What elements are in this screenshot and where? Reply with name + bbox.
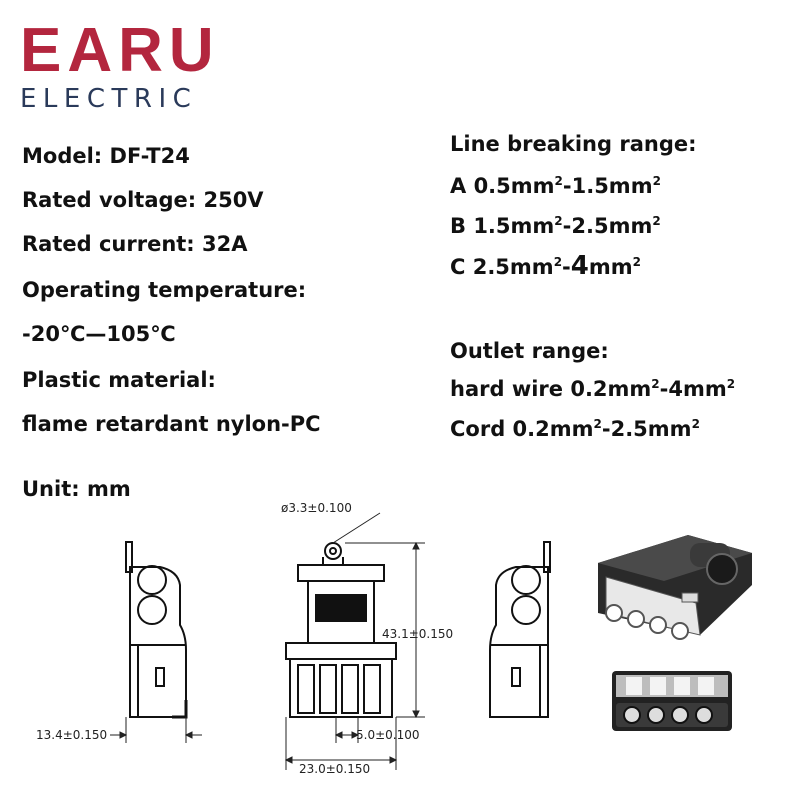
brand-subtitle: ELECTRIC xyxy=(20,84,198,114)
height-dimension-label: 43.1±0.150 xyxy=(382,627,453,641)
width-dimension-label: 23.0±0.150 xyxy=(299,762,370,776)
range-c-text: C 2.5mm2-4mm2 xyxy=(450,251,641,281)
pitch-dimension-label: 5.0±0.100 xyxy=(356,728,420,742)
product-isometric-image xyxy=(598,535,752,640)
hole-dimension-label: ø3.3±0.100 xyxy=(281,501,352,515)
rated-current-text: Rated current: 32A xyxy=(22,232,248,256)
technical-drawings: 13.4±0.150 ø3.3±0.100 43.1±0.150 5.0±0.1… xyxy=(36,501,752,776)
pitch-dimension xyxy=(334,717,360,743)
hard-wire-range-text: hard wire 0.2mm2-4mm2 xyxy=(450,377,736,401)
depth-dimension-label: 13.4±0.150 xyxy=(36,728,107,742)
plastic-material-value: flame retardant nylon-PC xyxy=(22,412,321,436)
range-b-text: B 1.5mm2-2.5mm2 xyxy=(450,214,661,238)
width-dimension xyxy=(284,717,398,770)
side-view-left-drawing xyxy=(125,541,188,719)
operating-temperature-label: Operating temperature: xyxy=(22,278,307,302)
outlet-range-label: Outlet range: xyxy=(450,339,609,363)
product-front-image xyxy=(612,671,732,731)
brand-logo: EARU ELECTRIC xyxy=(20,16,250,115)
front-view-drawing xyxy=(285,542,397,718)
operating-temperature-value: -20℃—105℃ xyxy=(22,322,176,346)
model-text: Model: DF-T24 xyxy=(22,144,190,168)
side-view-right-drawing xyxy=(489,541,551,718)
line-breaking-range-label: Line breaking range: xyxy=(450,132,697,156)
rated-voltage-text: Rated voltage: 250V xyxy=(22,188,264,212)
hole-leader-line xyxy=(332,512,381,544)
depth-dimension xyxy=(110,717,202,743)
range-a-text: A 0.5mm2-1.5mm2 xyxy=(450,174,661,198)
cord-range-text: Cord 0.2mm2-2.5mm2 xyxy=(450,417,700,441)
brand-name: EARU xyxy=(20,16,220,85)
height-dimension xyxy=(345,541,425,719)
unit-text: Unit: mm xyxy=(22,477,131,501)
plastic-material-label: Plastic material: xyxy=(22,368,216,392)
